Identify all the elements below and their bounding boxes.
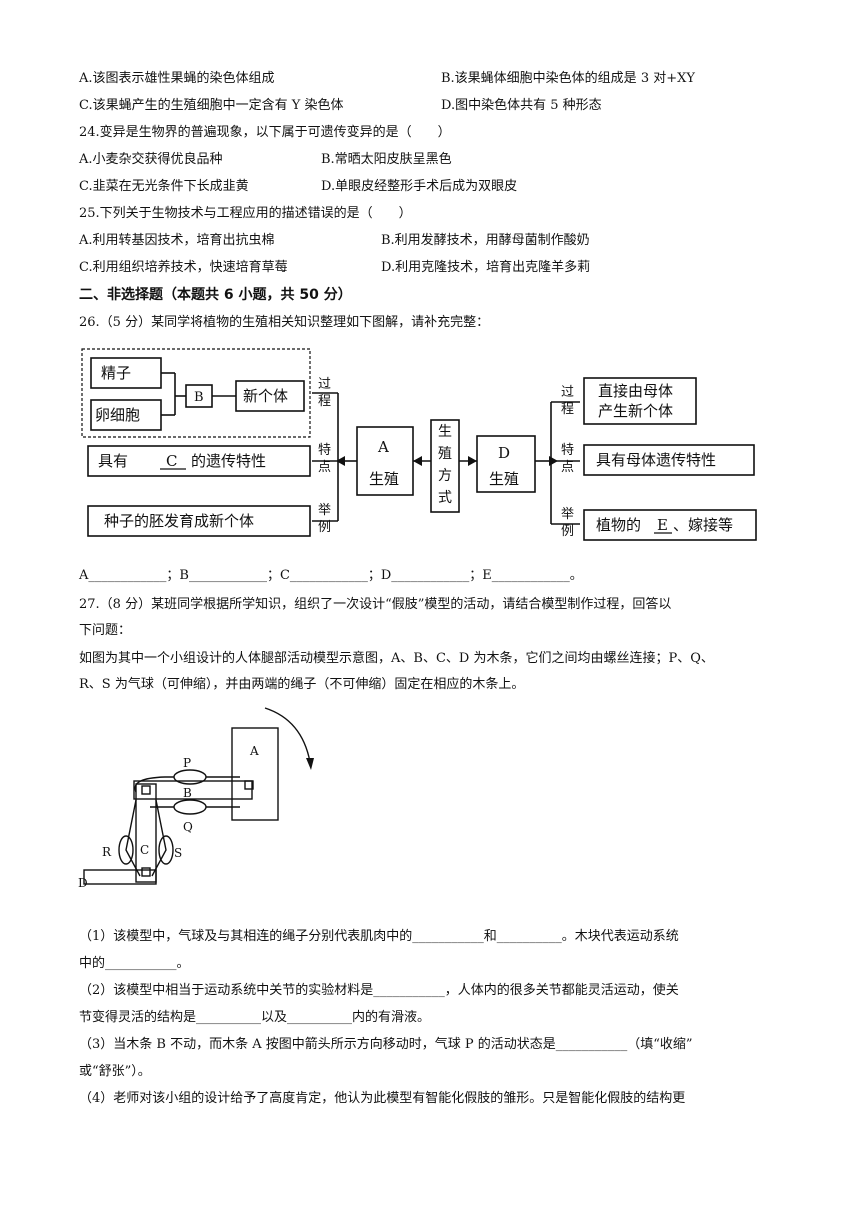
q27-desc-line2: R、S 为气球（可伸缩），并由两端的绳子（不可伸缩）固定在相应的木条上。 (79, 677, 525, 692)
q27-sub2-line2: 节变得灵活的结构是__________以及__________内的有滑液。 (79, 1010, 431, 1025)
example-left-vlabel: 举例 (318, 503, 331, 535)
mode-vlabel: 生殖方式 (438, 424, 452, 506)
sperm-label: 精子 (101, 364, 131, 382)
q27-stem-line1: 27.（8 分）某班同学根据所学知识，组织了一次设计“假肢”模型的活动，请结合模… (79, 597, 672, 612)
seed-box (87, 505, 311, 537)
q27-sub1-line2: 中的___________。 (79, 956, 190, 971)
leg-model-diagram: A P B Q R C S D (78, 707, 314, 890)
q25-option-c: C.利用组织培养技术，快速培育草莓 (79, 260, 288, 275)
q24-option-d: D.单眼皮经整形手术后成为双眼皮 (321, 179, 518, 194)
sexual-process-group (81, 348, 311, 438)
d-reproduction-label: 生殖 (489, 470, 519, 488)
q26-stem: 26.（5 分）某同学将植物的生殖相关知识整理如下图解，请补充完整： (79, 315, 490, 330)
graft-label: 、嫁接等 (673, 516, 733, 534)
direct-line2: 产生新个体 (598, 402, 673, 420)
feature-right-vlabel: 特点 (561, 443, 574, 475)
q26-blanks: A____________；B____________；C___________… (79, 568, 583, 583)
q24-stem: 24.变异是生物界的普遍现象，以下属于可遗传变异的是（ ） (79, 125, 451, 140)
q25-option-a: A.利用转基因技术，培育出抗虫棉 (79, 233, 275, 248)
q24-option-a: A.小麦杂交获得优良品种 (79, 152, 223, 167)
a-reproduction-label: 生殖 (369, 470, 399, 488)
e-label: E (657, 516, 668, 534)
process-left-vlabel: 过程 (318, 377, 331, 409)
balloon-r (118, 835, 134, 865)
q23-option-a: A.该图表示雄性果蝇的染色体组成 (79, 71, 275, 86)
q27-desc-line1: 如图为其中一个小组设计的人体腿部活动模型示意图，A、B、C、D 为木条，它们之间… (79, 651, 714, 666)
q23-option-c: C.该果蝇产生的生殖细胞中一定含有 Y 染色体 (79, 98, 344, 113)
label-p: P (183, 756, 191, 770)
label-d: D (78, 876, 88, 890)
label-q: Q (183, 820, 193, 834)
q25-stem: 25.下列关于生物技术与工程应用的描述错误的是（ ） (79, 206, 412, 221)
balloon-p (173, 769, 207, 785)
genetic-label: 的遗传特性 (191, 452, 266, 470)
balloon-q (173, 799, 207, 815)
seed-label: 种子的胚发育成新个体 (104, 512, 254, 530)
b-label: B (194, 390, 204, 405)
egg-label: 卵细胞 (95, 406, 140, 424)
q27-stem-line2: 下问题： (79, 623, 132, 638)
q27-sub4-line1: （4）老师对该小组的设计给予了高度肯定，他认为此模型有智能化假肢的雏形。只是智能… (79, 1091, 686, 1106)
new-individual-label: 新个体 (243, 387, 288, 405)
q27-sub1-line1: （1）该模型中，气球及与其相连的绳子分别代表肌肉中的___________和__… (79, 929, 679, 944)
parent-trait-label: 具有母体遗传特性 (596, 451, 716, 469)
genetic-trait-box (87, 445, 311, 477)
have-label: 具有 (98, 452, 128, 470)
plant-example-box (583, 509, 757, 541)
label-s: S (174, 846, 182, 860)
example-right-vlabel: 举例 (561, 507, 574, 539)
label-a: A (249, 744, 259, 758)
q27-sub2-line1: （2）该模型中相当于运动系统中关节的实验材料是___________，人体内的很… (79, 983, 679, 998)
section-title: 二、非选择题（本题共 6 小题，共 50 分） (79, 287, 352, 303)
label-r: R (102, 845, 112, 859)
bar-a (231, 727, 279, 821)
new-individual-box (235, 380, 305, 412)
direct-box (583, 377, 697, 425)
bar-c (135, 783, 157, 883)
q23-option-b: B.该果蝇体细胞中染色体的组成是 3 对+XY (441, 71, 695, 86)
q24-option-b: B.常晒太阳皮肤呈黑色 (321, 152, 452, 167)
q27-sub3-line1: （3）当木条 B 不动，而木条 A 按图中箭头所示方向移动时，气球 P 的活动状… (79, 1037, 693, 1052)
direct-line1: 直接由母体 (598, 382, 673, 400)
q25-option-d: D.利用克隆技术，培育出克隆羊多莉 (381, 260, 591, 275)
d-box (476, 435, 536, 493)
q25-option-b: B.利用发酵技术，用酵母菌制作酸奶 (381, 233, 590, 248)
feature-left-vlabel: 特点 (318, 443, 331, 475)
motion-arrow (264, 707, 311, 763)
q23-option-d: D.图中染色体共有 5 种形态 (441, 98, 602, 113)
bar-b (133, 780, 253, 800)
balloon-s (158, 835, 174, 865)
bar-d (83, 869, 157, 885)
d-label: D (498, 444, 510, 462)
parent-trait-box (583, 444, 755, 476)
vertical-labels: 过程 特点 举例 生殖方式 过程 特点 举例 (318, 377, 574, 539)
process-right-vlabel: 过程 (561, 385, 574, 417)
a-label: A (377, 438, 389, 456)
label-b: B (183, 786, 192, 800)
mode-box (430, 419, 460, 513)
c-label: C (166, 452, 177, 470)
q24-option-c: C.韭菜在无光条件下长成韭黄 (79, 179, 249, 194)
plant-label: 植物的 (596, 516, 641, 534)
label-c: C (140, 843, 149, 857)
q27-sub3-line2: 或“舒张”）。 (79, 1064, 151, 1079)
